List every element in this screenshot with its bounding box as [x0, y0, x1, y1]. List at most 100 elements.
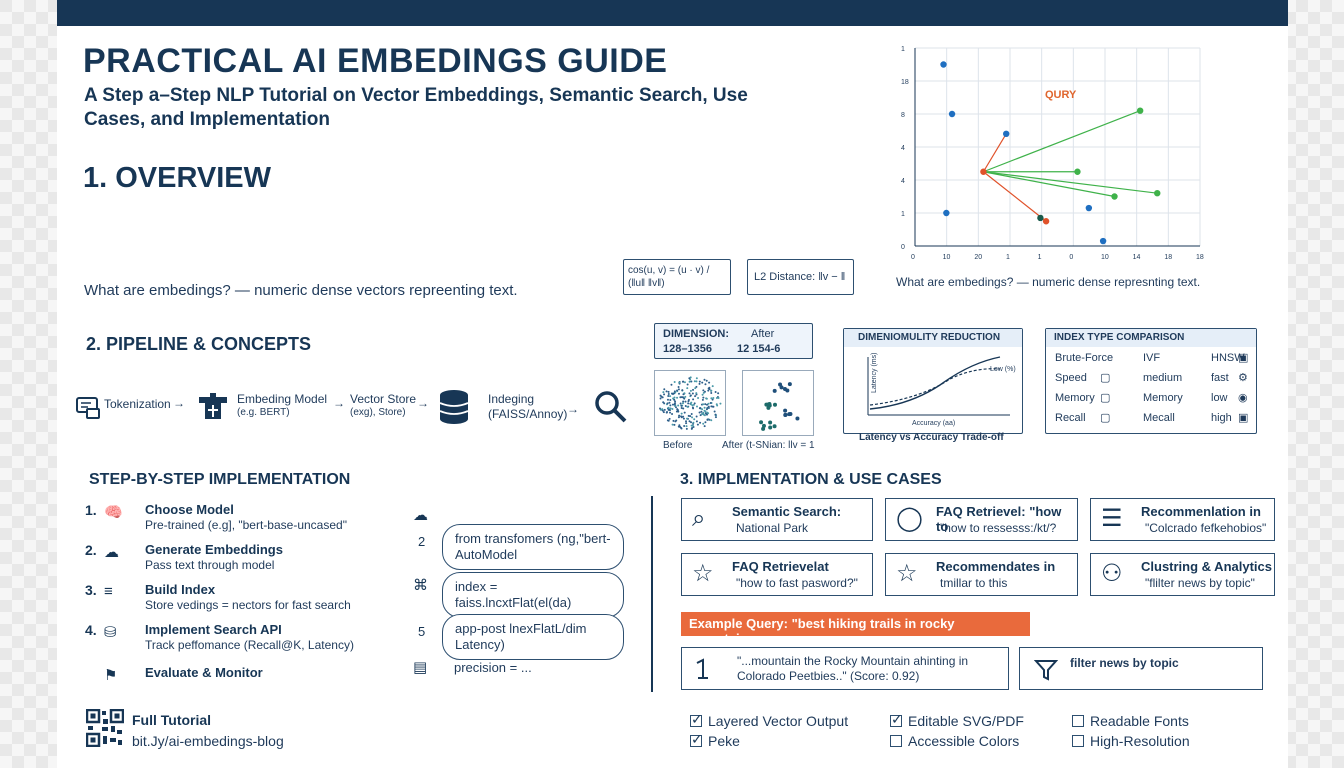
checkbox-empty-icon[interactable]	[890, 735, 902, 747]
cluster-point	[701, 413, 704, 416]
cluster-point	[692, 403, 695, 406]
pipeline-step-vector-store: Vector Store	[350, 392, 417, 406]
cluster-point	[672, 419, 675, 422]
cluster-point	[683, 411, 686, 414]
cluster-point	[675, 406, 678, 409]
cluster-point	[683, 381, 686, 384]
use-case-subtitle: National Park	[736, 521, 809, 535]
cluster-point	[690, 424, 693, 427]
checklist-item[interactable]: High-Resolution	[1072, 733, 1190, 749]
use-case-card[interactable]: ◯FAQ Retrievel: "how to"how to ressesss:…	[885, 498, 1078, 541]
x-tick-label: 0	[911, 254, 915, 261]
scatter-point	[1003, 130, 1010, 137]
cluster-point	[688, 377, 691, 380]
y-tick-label: 18	[901, 79, 909, 86]
x-tick-label: 10	[1101, 254, 1109, 261]
checklist-item[interactable]: Layered Vector Output	[690, 711, 849, 729]
cluster-point	[704, 410, 707, 413]
cluster-point	[667, 408, 670, 411]
cluster-point	[695, 392, 698, 395]
cluster-point	[702, 422, 705, 425]
tutorial-link[interactable]: bit.Jy/ai-embedings-blog	[132, 733, 284, 749]
cluster-point	[711, 398, 714, 401]
tutorial-title: Full Tutorial	[132, 712, 212, 728]
cluster-point	[673, 398, 676, 401]
x-tick-label: 18	[1196, 254, 1204, 261]
dim-reduction-panel: DIMENIOMULITY REDUCTION Latency (ms) Acc…	[843, 328, 1023, 434]
cluster-point	[667, 390, 670, 393]
cluster-point	[682, 400, 685, 403]
cluster-point	[706, 418, 709, 421]
chat-bubble-icon: ◯	[896, 505, 923, 532]
cluster-point	[669, 395, 672, 398]
cluster-point	[684, 405, 687, 408]
cluster-point	[701, 393, 704, 396]
cluster-point	[689, 389, 692, 392]
checklist-label: High-Resolution	[1090, 733, 1190, 749]
index-table-cell: Mecall	[1143, 412, 1175, 424]
tradeoff-ylabel: Latency (ms)	[871, 353, 878, 393]
cluster-point	[667, 419, 670, 422]
cluster-point	[665, 411, 668, 414]
filter-card[interactable]: filter news by topic	[1019, 647, 1263, 690]
status-icon: ▣	[1238, 352, 1249, 364]
pipeline-heading: 2. PIPELINE & CONCEPTS	[86, 334, 312, 354]
l2-formula-text: L2 Distance: ‖v − ‖	[754, 271, 846, 283]
checklist-label: Layered Vector Output	[708, 713, 849, 729]
l2-formula: L2 Distance: ‖v − ‖	[747, 259, 854, 295]
cluster-point	[659, 394, 662, 397]
cluster-point	[677, 404, 680, 407]
use-case-card[interactable]: ☰Recommenlation in"Colcrado fefkehobios"	[1090, 498, 1275, 541]
status-icon: ▣	[1238, 412, 1249, 424]
step-number: 4.	[85, 622, 97, 638]
cluster-point	[691, 416, 694, 419]
search-icon: ⌕	[692, 505, 706, 532]
cluster-point	[698, 382, 701, 385]
use-case-card[interactable]: ☆FAQ Retrievelat"how to fast pasword?"	[681, 553, 873, 596]
cluster-point	[694, 395, 697, 398]
use-case-subtitle: "how to fast pasword?"	[736, 576, 858, 590]
cluster-point	[678, 381, 681, 384]
pipeline-step-vector-store-sub: (exg), Store)	[350, 407, 406, 418]
cluster-point	[668, 401, 671, 404]
scatter-point	[1136, 107, 1144, 114]
scatter-point	[943, 209, 950, 217]
checkbox-empty-icon[interactable]	[1072, 735, 1084, 747]
checkbox-empty-icon[interactable]	[1072, 715, 1084, 727]
checkbox-checked-icon[interactable]	[690, 731, 703, 748]
brain-icon: 🧠	[104, 504, 123, 521]
scatter-point	[940, 61, 947, 68]
query-label: QURY	[1045, 89, 1077, 101]
dimension-col2-head: After	[751, 328, 775, 340]
cluster-point	[662, 401, 665, 404]
cluster-point	[688, 420, 691, 423]
cluster-point	[717, 397, 720, 400]
index-table-cell: fast	[1211, 372, 1229, 384]
checklist-label: Editable SVG/PDF	[908, 713, 1024, 729]
cluster-point	[702, 396, 705, 399]
cluster-point	[701, 381, 704, 384]
checklist-item[interactable]: Readable Fonts	[1072, 713, 1189, 729]
chip-icon: ▢	[1100, 412, 1111, 424]
use-case-subtitle: tmillar to this	[940, 576, 1008, 590]
checklist-item[interactable]: Editable SVG/PDF	[890, 711, 1024, 729]
cluster-point	[678, 414, 681, 417]
checklist-item[interactable]: Peke	[690, 731, 740, 749]
chip-icon: ▢	[1100, 372, 1111, 384]
dimension-table: DIMENSION: 128–1356 After 12 154-6	[654, 323, 813, 359]
step-title: Implement Search API	[145, 622, 282, 637]
cluster-point	[682, 417, 685, 420]
cluster-point	[713, 410, 716, 413]
checkbox-checked-icon[interactable]	[690, 711, 703, 728]
similarity-line	[983, 171, 1115, 198]
cluster-point	[692, 421, 695, 424]
cluster-point	[689, 403, 692, 406]
checklist-item[interactable]: Accessible Colors	[890, 733, 1019, 749]
use-case-card[interactable]: ⚇Clustring & Analytics"flilter news by t…	[1090, 553, 1275, 596]
search-result-card[interactable]: "...mountain the Rocky Mountain ahinting…	[681, 647, 1009, 690]
pipeline-flow: Tokenization → Embeding Model (e.g. BERT…	[75, 390, 635, 433]
use-case-card[interactable]: ⌕Semantic Search:National Park	[681, 498, 873, 541]
checkbox-checked-icon[interactable]	[890, 711, 903, 728]
